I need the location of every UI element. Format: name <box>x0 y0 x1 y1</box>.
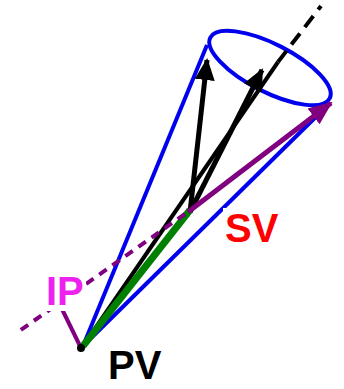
impact-parameter <box>60 305 81 348</box>
track-extrapolation <box>18 214 185 332</box>
impact-parameter-label: IP <box>44 271 86 311</box>
jet-axis <box>83 62 278 346</box>
primary-vertex-label: PV <box>106 345 163 385</box>
jet-axis-extension <box>278 6 321 62</box>
secondary-vertex-label: SV <box>223 208 280 248</box>
primary-vertex-dot <box>77 344 85 352</box>
track-arrow <box>188 103 331 212</box>
flight-path <box>83 210 190 346</box>
track-arrow <box>190 70 262 212</box>
jet-cone <box>83 16 341 346</box>
track-arrow <box>190 60 207 212</box>
